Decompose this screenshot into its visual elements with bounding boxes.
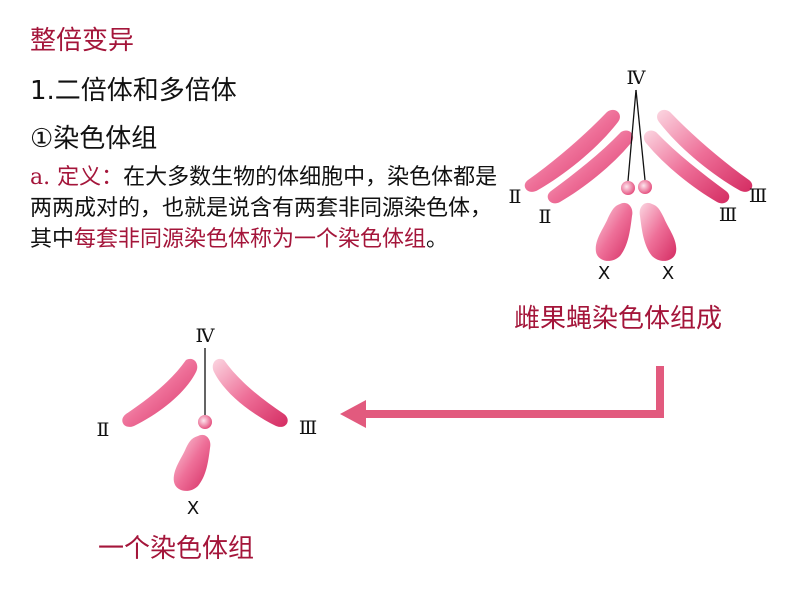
label-x-left: X [598,263,610,284]
slide-title: 整倍变异 [30,26,135,56]
chromosome-iv-right [638,180,652,194]
definition-label: a. 定义： [30,165,124,190]
label-iii-inner: Ⅲ [719,204,737,226]
arrow-connector [340,366,664,428]
caption-one-set: 一个染色体组 [98,534,255,564]
chromosome-iii-inner [643,130,730,204]
label-iii-outer: Ⅲ [749,185,767,207]
definition-paragraph: a. 定义：在大多数生物的体细胞中，染色体都是两两成对的，也就是说含有两套非同源… [30,162,498,255]
definition-end: 。 [426,227,449,252]
label-ii-inner: Ⅱ [539,206,552,228]
pointer-iv-right [635,89,646,181]
label-iv: Ⅳ [196,325,216,347]
label-x: X [187,498,199,519]
pointer-iv-left [627,89,637,182]
slide-subtitle: 1.二倍体和多倍体 [30,76,237,106]
label-iv: Ⅳ [627,67,647,89]
karyotype-female-drosophila: Ⅳ Ⅱ Ⅱ Ⅲ Ⅲ X X [509,67,768,284]
caption-female-drosophila: 雌果蝇染色体组成 [514,304,723,334]
chromosome-iii [212,358,288,427]
definition-text: 在大多数生物的体细胞中，染色体都是两两成对的，也就是说含有两套非同源染色体，其中 [30,165,498,252]
definition-highlight: 每套非同源染色体称为一个染色体组 [74,227,427,252]
chromosome-ii [122,358,198,427]
chromosome-x-left [595,202,633,261]
chromosome-x [173,434,211,491]
chromosome-iv-left [621,181,635,195]
label-ii: Ⅱ [97,419,110,441]
chromosome-ii-outer [524,109,620,192]
label-ii-outer: Ⅱ [509,186,522,208]
section-heading: ①染色体组 [30,124,158,154]
chromosome-iv [198,415,212,429]
karyotype-one-set: Ⅳ Ⅱ Ⅲ X [97,325,318,519]
chromosome-iii-outer [657,109,753,192]
label-iii: Ⅲ [299,417,317,439]
chromosome-ii-inner [547,130,634,204]
chromosome-x-right [639,202,677,261]
label-x-right: X [662,263,674,284]
